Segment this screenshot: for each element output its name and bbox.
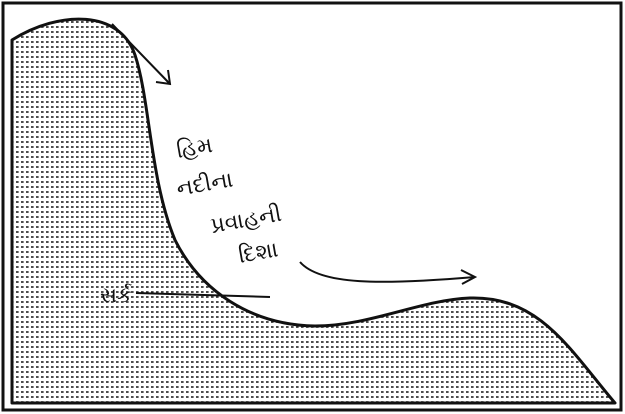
ice-flow-label-line1: હિમ bbox=[175, 133, 215, 164]
ice-flow-label-line3: પ્રવાહની bbox=[209, 202, 284, 239]
ice-flow-label-line4: દિશા bbox=[237, 237, 280, 269]
ice-flow-label-line2: નદીના bbox=[175, 167, 235, 201]
rock-mass bbox=[12, 19, 615, 403]
cirque-label: સર્ક bbox=[100, 283, 132, 307]
ice-flow-arrow-curve bbox=[300, 262, 475, 284]
